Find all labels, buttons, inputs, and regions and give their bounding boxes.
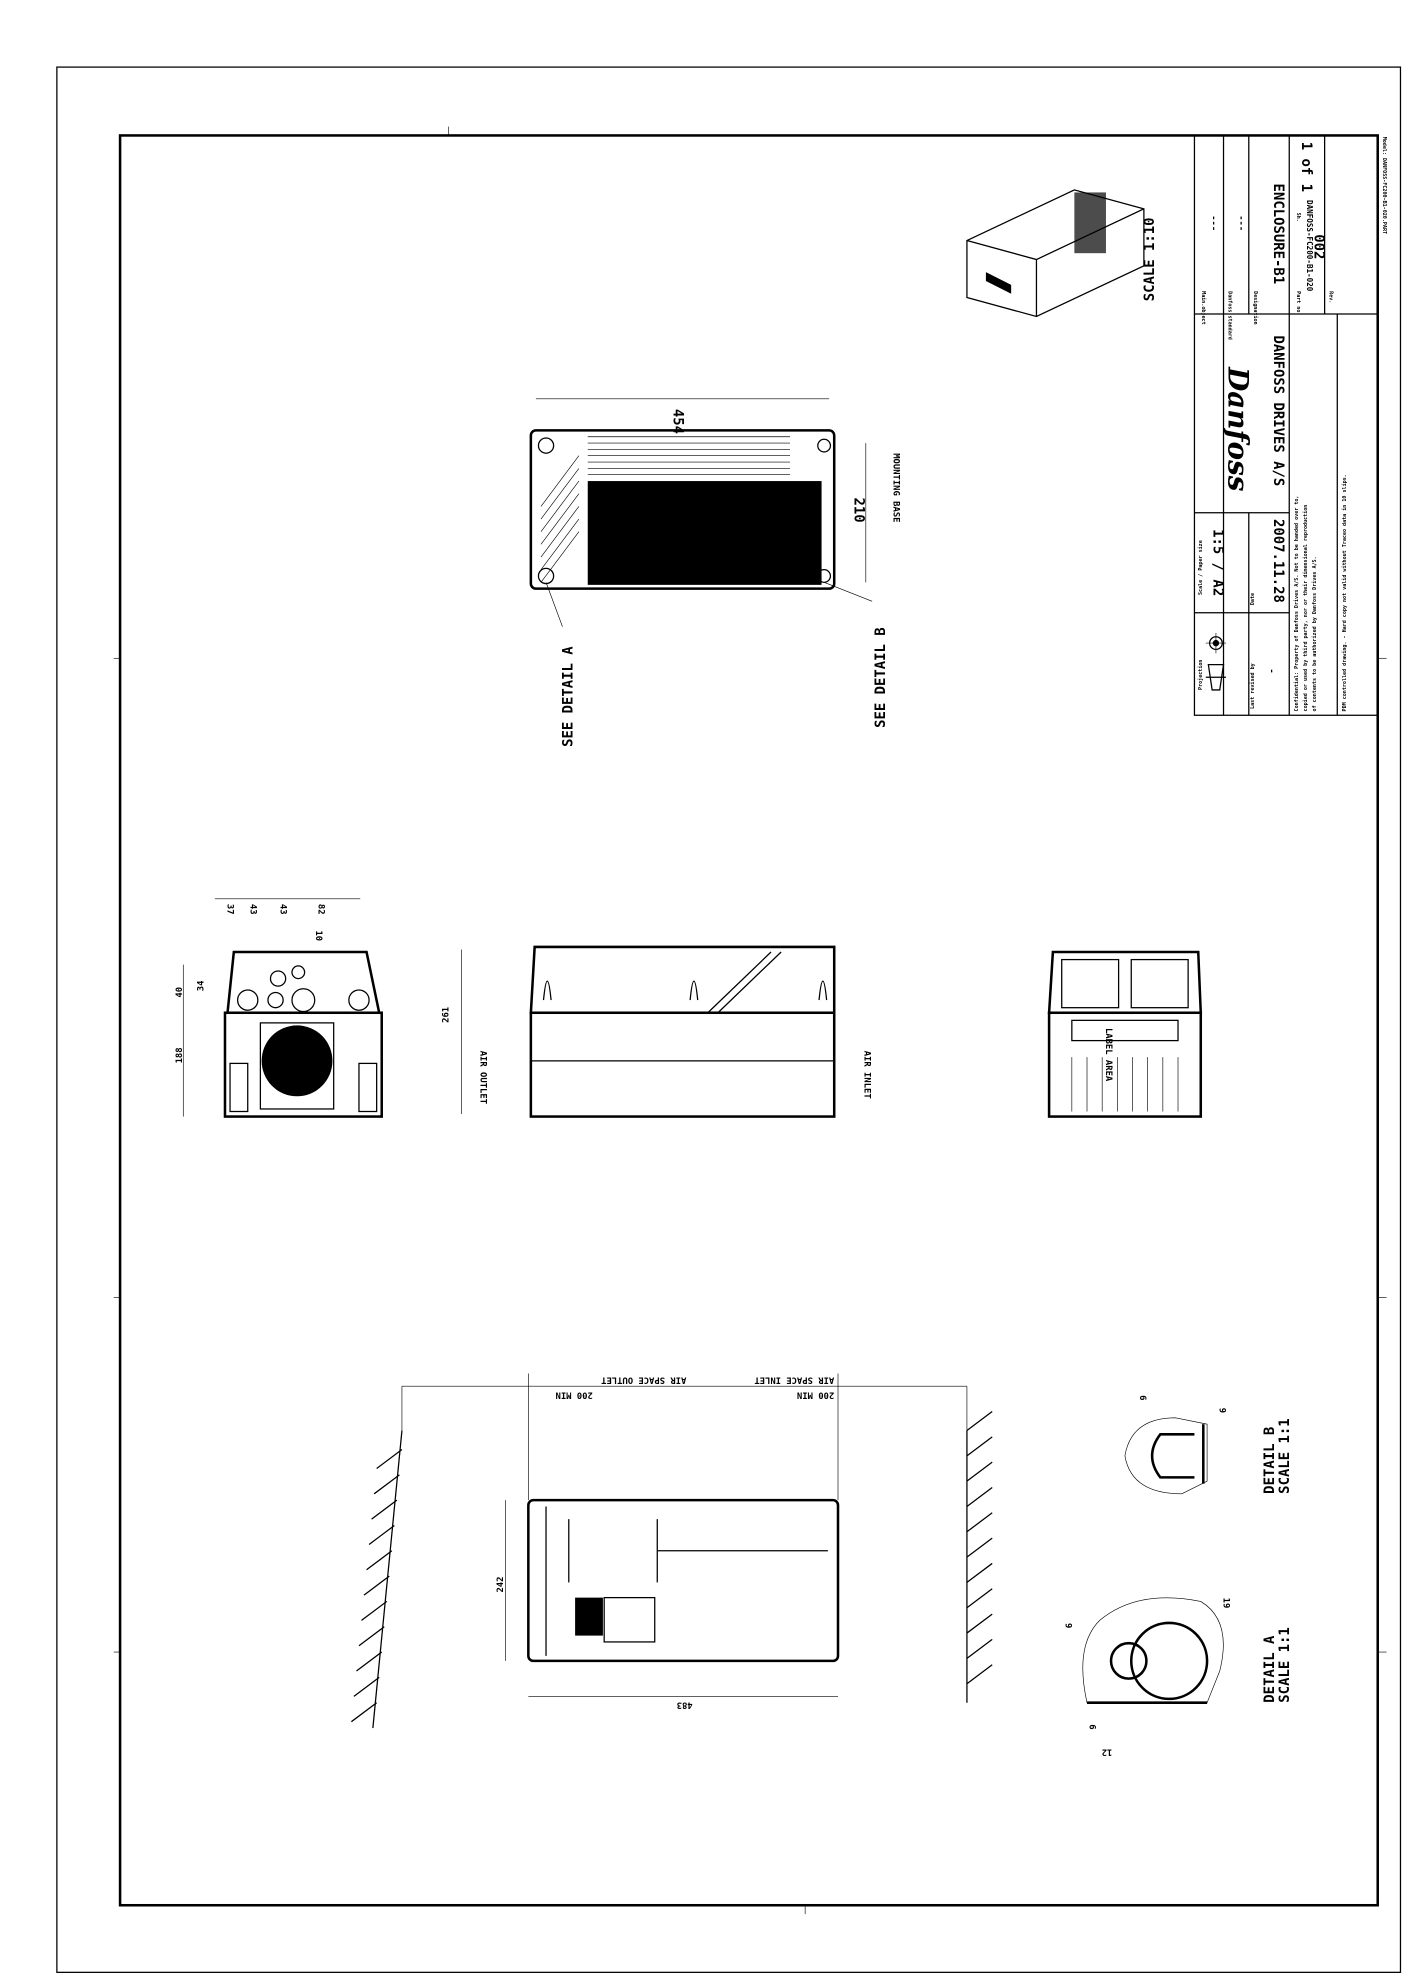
detail-a-dim-12: 12 (1102, 1747, 1113, 1757)
detail-b: 6 9 DETAIL B SCALE 1:1 (1124, 1395, 1293, 1495)
part-no-value: DANFOSS-FC200-B1-020 (1305, 200, 1314, 292)
controlled-note: PDM controlled drawing. - Hard copy not … (1342, 474, 1348, 711)
see-detail-b: SEE DETAIL B (873, 627, 889, 728)
see-detail-a: SEE DETAIL A (561, 646, 577, 747)
detail-a: 9 19 6 12 DETAIL A SCALE 1:1 (1063, 1597, 1293, 1757)
model-label: Model: DANFOSS-FC200-B1-020.PART (1381, 137, 1387, 234)
designation-value: ENCLOSURE-B1 (1270, 184, 1286, 285)
logo-text: Danfoss (1222, 366, 1255, 492)
dim-188: 188 (175, 1047, 185, 1063)
last-revised-label: Last revised by (1250, 663, 1256, 709)
border-ticks (113, 126, 1387, 1915)
wall-hatch-left (351, 1430, 403, 1729)
wall-hatch-right (966, 1411, 993, 1703)
danfoss-standard-label: Danfoss standard (1227, 291, 1233, 340)
company-name: DANFOSS DRIVES A/S (1270, 335, 1286, 486)
dim-210: 210 (850, 498, 866, 523)
dim-261: 261 (442, 1007, 452, 1023)
detail-b-scale: SCALE 1:1 (1277, 1418, 1293, 1493)
inlet-min-label: 200 MIN (797, 1390, 834, 1400)
danfoss-logo: Danfoss (1222, 366, 1255, 492)
scale-paper-value: 1:5 / A2 (1209, 529, 1225, 596)
dim-483: 483 (677, 1700, 693, 1710)
confidential-line-2: copied or used by third party, nor or th… (1303, 505, 1309, 712)
detail-b-dim-6: 6 (1137, 1395, 1147, 1400)
dim-43-a: 43 (247, 904, 257, 915)
detail-a-dim-19: 19 (1221, 1598, 1231, 1609)
air-inlet-label: AIR INLET (862, 1051, 872, 1099)
dim-43-b: 43 (278, 904, 288, 915)
designation-label: Designation (1252, 291, 1258, 324)
rev-label: Rev. (1328, 291, 1334, 303)
rear-view: LABEL AREA (1047, 950, 1203, 1118)
main-object-value: --- (1208, 215, 1218, 231)
scale-paper-label: Scale / Paper size (1198, 540, 1204, 595)
projection-label: Projection (1197, 660, 1204, 690)
end-view: 37 43 43 82 10 40 34 188 (175, 898, 383, 1118)
confidential-line-3: of contents to be authorized by Danfoss … (1312, 556, 1318, 711)
part-no-label: Part no. (1295, 291, 1301, 315)
date-value: 2007.11.28 (1270, 519, 1286, 603)
iso-scale-label: SCALE 1:10 (1142, 217, 1158, 301)
danfoss-standard-value: --- (1236, 215, 1246, 231)
dim-82: 82 (316, 904, 326, 915)
detail-b-title: DETAIL B (1262, 1427, 1278, 1494)
dim-37: 37 (225, 904, 235, 915)
isometric-view: SCALE 1:10 (966, 189, 1158, 318)
detail-b-dim-9: 9 (1217, 1408, 1227, 1413)
detail-a-dim-9: 9 (1063, 1623, 1073, 1628)
label-area-text: LABEL AREA (1103, 1028, 1113, 1082)
dim-40: 40 (175, 987, 185, 998)
detail-a-title: DETAIL A (1262, 1635, 1278, 1703)
rev-value: 002 (1311, 234, 1327, 259)
mounting-base-label: MOUNTING BASE (891, 453, 901, 522)
outer-border (56, 66, 1402, 1973)
dim-242: 242 (496, 1577, 506, 1593)
outlet-min-label: 200 MIN (556, 1390, 593, 1400)
detail-a-scale: SCALE 1:1 (1277, 1627, 1293, 1702)
top-view: 454 210 MOUNTING BASE SEE DETAIL A SEE D… (529, 398, 901, 747)
air-space-inlet-label: AIR SPACE INLET (754, 1374, 834, 1384)
side-view: 261 AIR OUTLET AIR INLET (442, 945, 872, 1118)
main-object-label: Main.object (1200, 291, 1207, 324)
title-block: Model: DANFOSS-FC200-B1-020.PART Main.ob… (1193, 134, 1387, 716)
air-space-outlet-label: AIR SPACE OUTLET (601, 1374, 686, 1384)
projection-symbol-icon (1205, 632, 1227, 691)
last-revised-value: - (1266, 668, 1276, 673)
sheet-value: 1 of 1 (1298, 142, 1314, 192)
dim-10: 10 (313, 930, 323, 941)
detail-a-dim-6: 6 (1087, 1724, 1097, 1729)
front-view: 200 MIN AIR SPACE OUTLET 200 MIN AIR SPA… (351, 1373, 993, 1729)
dim-454: 454 (670, 409, 686, 434)
air-outlet-label: AIR OUTLET (477, 1051, 487, 1104)
confidential-line-1: Confidential: Property of Danfoss Drives… (1294, 496, 1300, 712)
inner-border (118, 134, 1379, 1907)
date-label: Date (1250, 593, 1256, 605)
sheet-label: Sh. (1295, 213, 1301, 222)
dim-34: 34 (197, 981, 207, 992)
